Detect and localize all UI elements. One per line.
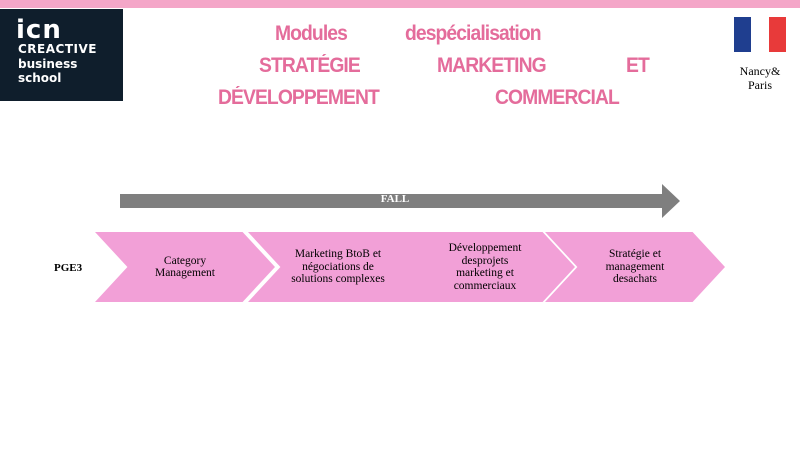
module-chevron-2: Marketing BtoB et négociations de soluti… [248,232,428,302]
timeline-arrow [120,184,680,218]
title-word-specialisation: despécialisation [405,22,542,45]
title-word-strategie: STRATÉGIE [259,54,361,77]
title-word-marketing: MARKETING [437,54,547,77]
module-label-2-text: Marketing BtoB et négociations de soluti… [291,248,385,286]
module-label-1-text: Category Management [154,254,216,280]
location-line-2: Paris [748,78,772,92]
module-label-3: Développement desprojets marketing et co… [425,232,545,302]
french-flag-icon [734,17,786,52]
title-word-et: ET [626,54,650,77]
module-label-1: Category Management [125,232,245,302]
module-label-2: Marketing BtoB et négociations de soluti… [278,232,398,302]
module-chevron-1: Category Management [95,232,275,302]
logo-line-creactive: CREACTIVE [18,42,97,56]
row-label: PGE3 [54,262,83,274]
module-label-3-text: Développement desprojets marketing et co… [448,242,522,292]
title-word-developpement: DÉVELOPPEMENT [218,86,380,109]
logo-line-business: business [18,57,78,71]
module-label-4-text: Stratégie et management desachats [605,248,665,286]
timeline-arrow-shape [120,184,680,218]
logo-wordmark: icn [16,15,62,45]
logo-line-school: school [18,71,62,85]
icn-logo: icn CREACTIVE business school [0,9,123,101]
module-chevron-4: Stratégie et management desachats [545,232,725,302]
location-line-1: Nancy& [739,64,781,78]
timeline-label: FALL [380,193,410,205]
top-accent-bar [0,0,800,8]
module-label-4: Stratégie et management desachats [575,232,695,302]
title-word-modules: Modules [275,22,348,45]
title-word-commercial: COMMERCIAL [495,86,620,109]
campus-location: Nancy& Paris [726,64,794,92]
